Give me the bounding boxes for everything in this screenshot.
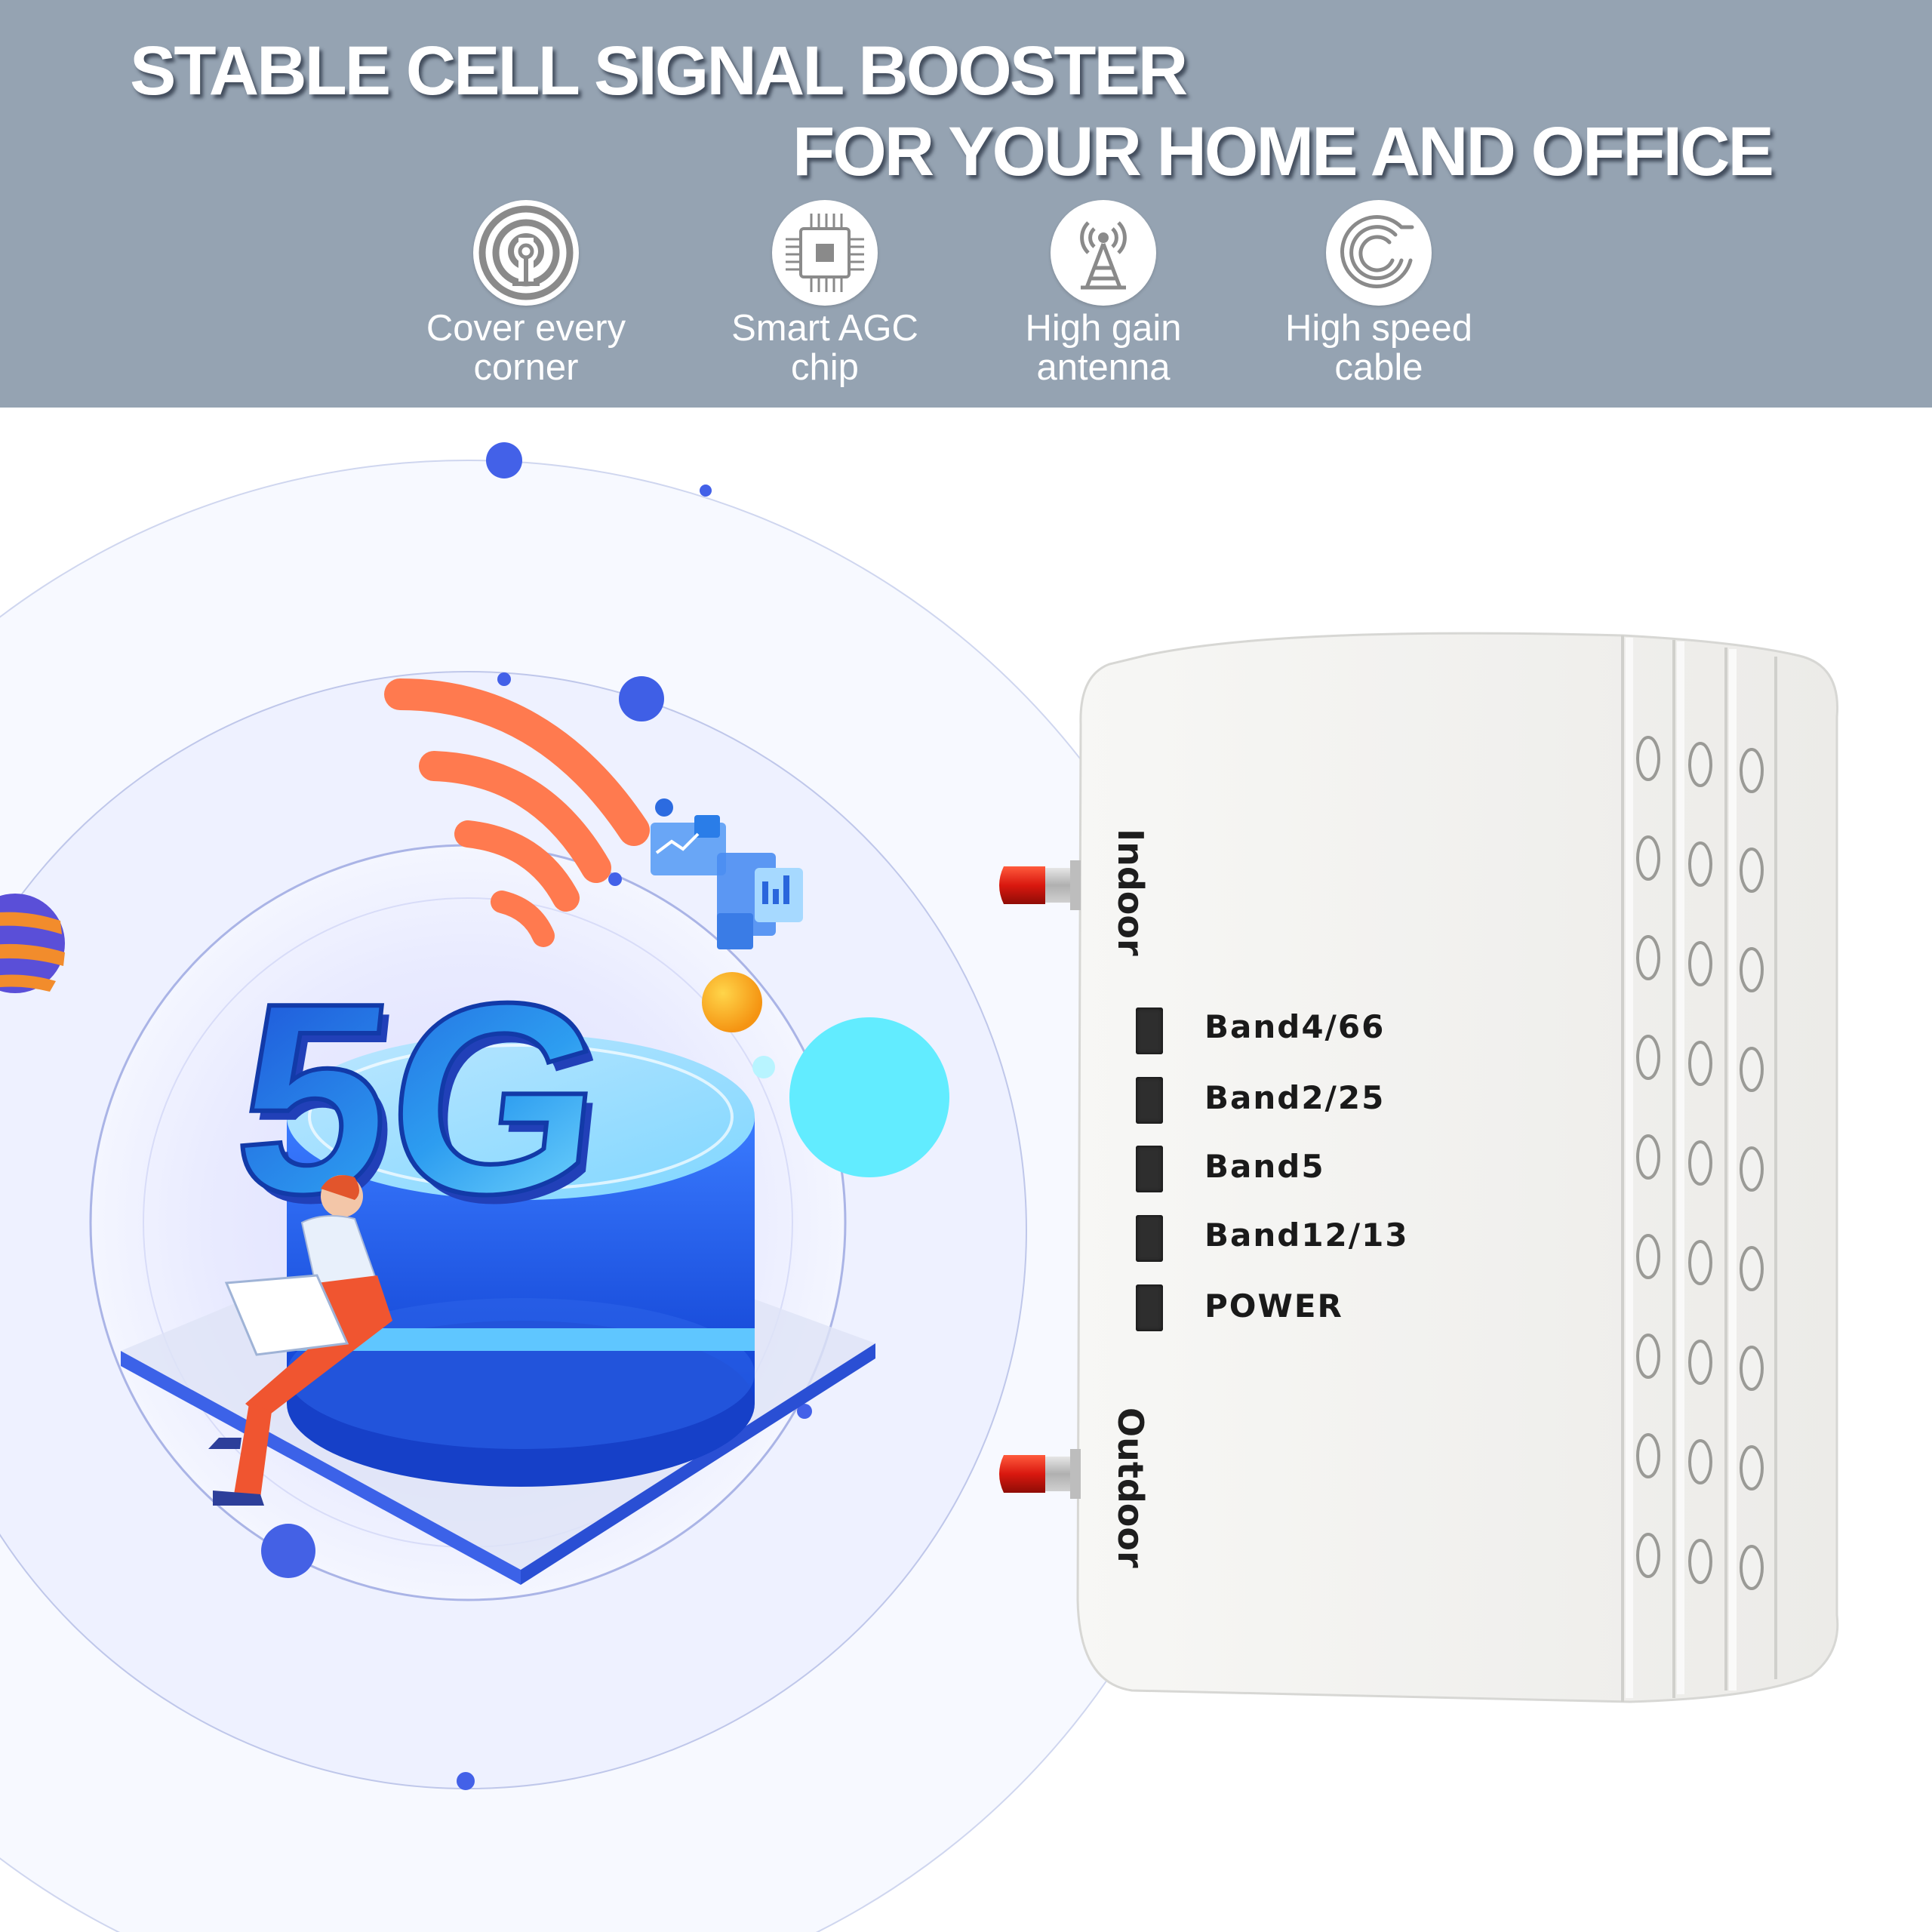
led-indicator [1136, 1284, 1163, 1331]
5g-text: 5G [223, 947, 617, 1251]
header-banner: STABLE CELL SIGNAL BOOSTER FOR YOUR HOME… [0, 0, 1932, 408]
vent-hole [1688, 1240, 1712, 1285]
vent-hole [1740, 1146, 1764, 1192]
vent-hole [1636, 835, 1660, 881]
vent-hole [1688, 941, 1712, 986]
feature-label: Smart AGC chip [731, 308, 918, 388]
vent-hole [1636, 1035, 1660, 1080]
vent-hole [1688, 1340, 1712, 1385]
vent-hole [1740, 748, 1764, 793]
led-indicator [1136, 1146, 1163, 1192]
vent-hole [1740, 947, 1764, 992]
indoor-port-label: Indoor [1110, 829, 1151, 956]
feature-label: Cover every corner [426, 308, 626, 388]
feature-label: High gain antenna [1025, 308, 1182, 388]
5g-text-shadow: 5G [231, 956, 625, 1260]
vent-hole [1740, 848, 1764, 893]
indoor-antenna-connector [999, 860, 1081, 910]
outdoor-port-label: Outdoor [1110, 1407, 1151, 1568]
led-indicator [1136, 1008, 1163, 1054]
vent-hole [1740, 1545, 1764, 1590]
band-label-2-25: Band2/25 [1204, 1079, 1386, 1116]
vent-hole [1636, 736, 1660, 781]
feature-high-speed-cable: High speed cable [1266, 200, 1492, 387]
vent-hole [1688, 1439, 1712, 1484]
headline-line-1: STABLE CELL SIGNAL BOOSTER [130, 32, 1188, 109]
band-label-5: Band5 [1204, 1148, 1325, 1185]
band-label-4-66: Band4/66 [1204, 1008, 1386, 1045]
vent-hole [1636, 935, 1660, 980]
vent-hole [1636, 1234, 1660, 1279]
5g-illustration: 5G 5G [0, 408, 1932, 1932]
vent-hole [1740, 1445, 1764, 1491]
signal-broadcast-icon [473, 200, 579, 306]
vent-hole [1636, 1533, 1660, 1578]
vent-hole [1688, 1041, 1712, 1086]
vent-hole [1636, 1334, 1660, 1379]
led-indicator [1136, 1077, 1163, 1124]
led-indicator [1136, 1215, 1163, 1262]
feature-cover-every-corner: Cover every corner [413, 200, 639, 387]
vent-hole [1688, 742, 1712, 787]
feature-smart-agc-chip: Smart AGC chip [712, 200, 938, 387]
feature-high-gain-antenna: High gain antenna [990, 200, 1217, 387]
cable-icon [1326, 200, 1432, 306]
chip-icon [772, 200, 878, 306]
feature-label: High speed cable [1285, 308, 1472, 388]
power-label: POWER [1204, 1287, 1343, 1324]
vent-hole [1688, 841, 1712, 887]
vent-hole [1740, 1346, 1764, 1391]
antenna-tower-icon [1051, 200, 1156, 306]
headline-line-2: FOR YOUR HOME AND OFFICE [792, 113, 1774, 190]
vent-hole [1740, 1246, 1764, 1291]
band-label-12-13: Band12/13 [1204, 1217, 1409, 1254]
illustration-canvas: 5G 5G [0, 442, 1246, 1932]
vent-hole [1688, 1539, 1712, 1584]
outdoor-antenna-connector [999, 1449, 1081, 1499]
vent-hole [1636, 1433, 1660, 1478]
vent-hole [1740, 1047, 1764, 1092]
vent-hole [1636, 1134, 1660, 1180]
vent-hole [1688, 1140, 1712, 1186]
